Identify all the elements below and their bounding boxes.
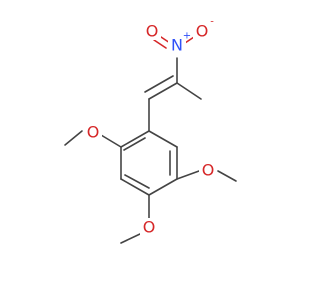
ring-bond-c1-c2-inner — [123, 137, 146, 151]
nitro-oxygen-double-label: O — [146, 22, 159, 41]
chain-bond-ca-cb-second — [144, 75, 174, 93]
nitro-oxygen-single-label: O — [196, 22, 209, 41]
molecule-structure: N + O O - O O O — [64, 17, 237, 244]
nitro-nitrogen-charge: + — [183, 31, 191, 42]
ring-bond-c6-c1 — [148, 130, 178, 148]
methoxy-bond-o-ch3-right — [217, 170, 237, 182]
ring-bond-c3-c4-inner — [124, 174, 150, 189]
ring-bond-c4-c5 — [148, 178, 178, 196]
nitro-oxygen-single-charge: - — [210, 17, 214, 28]
methoxy-bond-c5-o — [176, 170, 200, 180]
methoxy-oxygen-2-label: O — [87, 123, 100, 142]
nitro-nitrogen-label: N — [171, 36, 183, 55]
chain-bond-cb-methyl — [176, 82, 202, 100]
methoxy-bond-o-ch3-left — [64, 130, 83, 146]
methoxy-bond-c2-o — [100, 134, 122, 148]
methoxy-bond-o-ch3-bottom — [120, 233, 141, 244]
nitro-bond-n-o-double-b — [153, 39, 167, 49]
ring-bond-c1-c2 — [120, 130, 150, 148]
chain-bond-ca-cb — [148, 82, 178, 100]
methoxy-oxygen-4-label: O — [143, 218, 156, 237]
ring-bond-c3-c4 — [120, 178, 150, 196]
methoxy-oxygen-5-label: O — [202, 161, 215, 180]
